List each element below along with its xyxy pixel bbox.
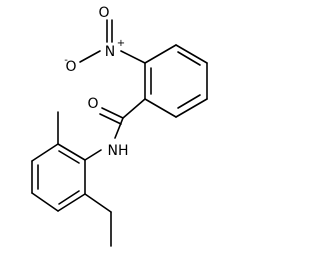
ethyl-group — [84, 193, 112, 247]
bond — [57, 193, 86, 212]
double-bond-inner — [58, 150, 80, 164]
bond — [114, 117, 124, 139]
bond — [175, 44, 208, 64]
carbonyl-double-bond — [99, 113, 122, 125]
nitrogen-label: N — [105, 44, 115, 60]
carbonyl-double-bond — [101, 107, 124, 119]
double-bond-inner — [177, 94, 201, 109]
nitro-group: O N + O - — [64, 5, 146, 75]
oxygen-label: O — [87, 96, 98, 112]
chemical-structure: O N + O - O NH — [31, 5, 208, 247]
structure-canvas: O N + O - O NH — [31, 5, 208, 247]
nh-label: NH — [108, 143, 129, 159]
bond — [175, 98, 208, 118]
amide-group: O NH — [84, 96, 146, 161]
bond — [57, 143, 86, 161]
bond — [31, 192, 59, 212]
bond — [79, 50, 101, 63]
oxygen-label: O — [65, 59, 76, 75]
minus-charge: - — [64, 55, 68, 66]
bond — [144, 98, 177, 118]
bond — [120, 50, 146, 64]
bond — [84, 149, 102, 161]
bond — [122, 98, 146, 119]
bond — [84, 193, 112, 213]
bond — [31, 143, 59, 162]
double-bond-inner — [58, 190, 80, 205]
bond — [144, 44, 177, 64]
nitrobenzene-ring — [144, 44, 208, 118]
double-bond-inner — [177, 51, 201, 66]
aryl-ring — [31, 143, 86, 212]
plus-charge: + — [117, 38, 125, 49]
oxygen-label: O — [98, 5, 109, 21]
